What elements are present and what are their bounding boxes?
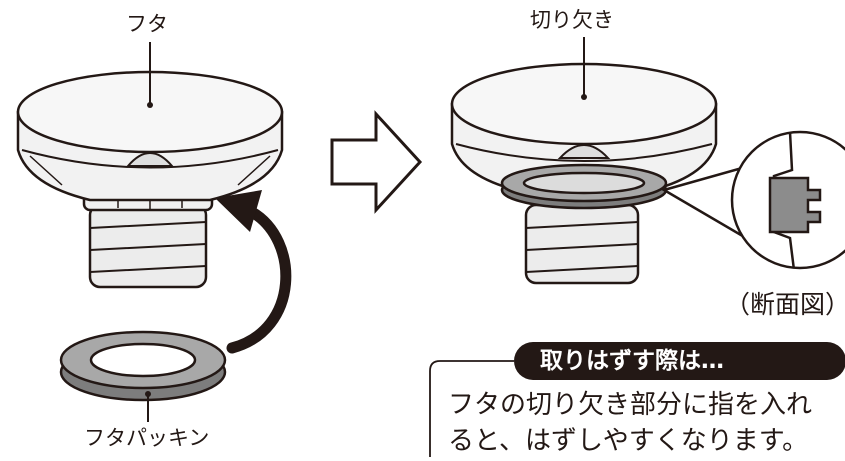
label-packing: フタパッキン: [84, 426, 210, 450]
label-cross-section: （断面図）: [725, 290, 845, 319]
left-lid: [16, 70, 284, 289]
attach-arrow: [215, 190, 292, 354]
note-title-badge: 取りはずす際は…: [514, 342, 845, 380]
note-frame: [429, 360, 514, 457]
section-gasket: [768, 176, 822, 234]
note-text-line-1: フタの切り欠き部分に指を入れ: [448, 390, 813, 420]
label-lid: フタ: [126, 12, 168, 36]
note-text-line-2: ると、はずしやすくなります。: [448, 426, 809, 456]
left-packing: [59, 330, 227, 402]
section-bubble: [660, 130, 845, 270]
right-lid: [450, 62, 718, 285]
label-notch: 切り欠き: [530, 8, 614, 32]
step-arrow: [330, 110, 423, 214]
